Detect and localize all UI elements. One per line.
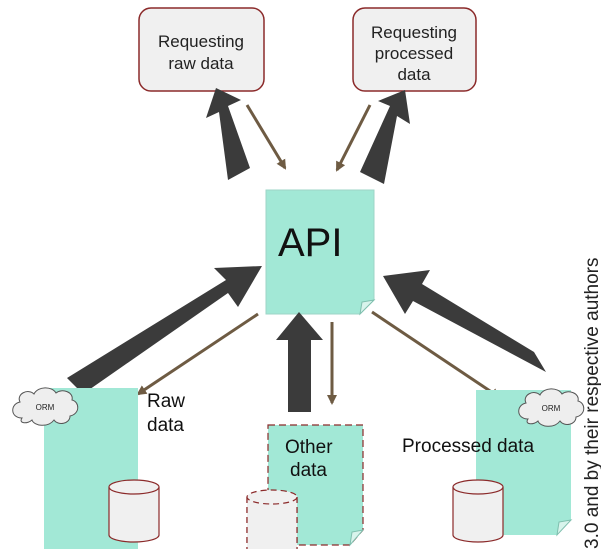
other-data-line1: Other: [285, 437, 333, 458]
other-database-icon: [246, 489, 298, 549]
raw-data-line2: data: [147, 415, 184, 436]
raw-data-line1: Raw: [147, 391, 185, 412]
request-raw-line2: raw data: [168, 54, 234, 73]
arrow-processed-to-api: [383, 270, 546, 372]
arrow-raw-to-api: [67, 266, 262, 394]
arrow-other-to-api: [276, 312, 323, 412]
request-processed-line1: Requesting: [371, 23, 457, 42]
raw-orm-label: ORM: [36, 403, 55, 412]
arrow-api-to-raw-request: [206, 88, 250, 180]
request-processed-line3: data: [397, 65, 431, 84]
api-document: API: [265, 189, 376, 316]
raw-database-icon: [108, 479, 160, 543]
arrow-api-to-processed: [371, 310, 501, 399]
request-processed-box: Requesting processed data: [352, 7, 477, 92]
arrow-api-to-processed-request: [360, 90, 410, 184]
arrow-raw-request-to-api: [245, 104, 287, 170]
arrow-api-to-raw: [136, 312, 259, 396]
arrow-processed-request-to-api: [335, 104, 372, 172]
request-raw-line1: Requesting: [158, 32, 244, 51]
processed-data-label: Processed data: [402, 436, 534, 457]
other-data-line2: data: [290, 460, 327, 481]
processed-orm-cloud: ORM: [518, 388, 585, 427]
raw-orm-cloud: ORM: [12, 387, 79, 426]
api-label: API: [278, 221, 342, 265]
request-raw-box: Requesting raw data: [138, 7, 265, 92]
processed-orm-label: ORM: [542, 404, 561, 413]
request-processed-line2: processed: [375, 44, 453, 63]
processed-database-icon: [452, 479, 504, 543]
side-license-text: 3.0 and by their respective authors: [582, 257, 601, 549]
